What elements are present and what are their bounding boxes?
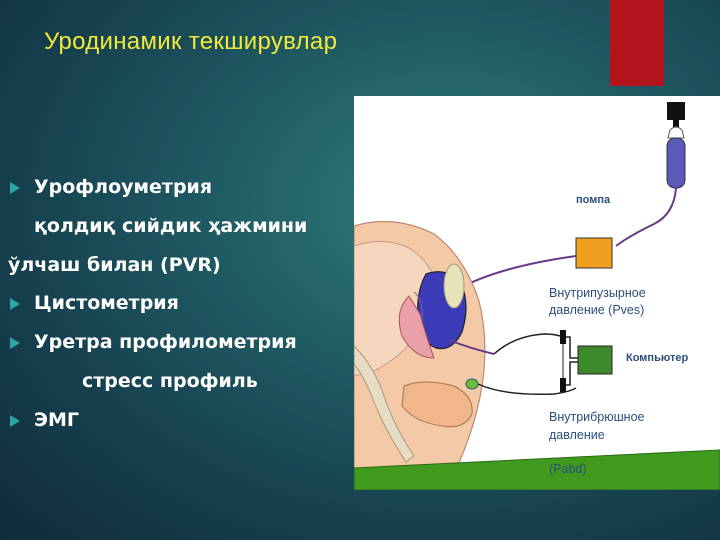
bullet-uroflowmetry: Урофлоуметрия	[34, 176, 213, 198]
bullet-residual-volume-line1: қолдиқ сийдик ҳажмини	[34, 215, 308, 237]
bullet-arrow-icon	[10, 337, 20, 349]
pabd-transducer-icon	[560, 378, 566, 392]
fluid-reservoir-icon	[666, 137, 686, 189]
bullet-cystometry: Цистометрия	[34, 292, 179, 314]
pves-label-line2: давление (Pves)	[549, 303, 645, 317]
pabd-label-line2: давление	[549, 428, 605, 442]
pves-label-line1: Внутрипузырное	[549, 286, 646, 300]
computer-label: Компьютер	[626, 352, 689, 364]
urodynamics-diagram: помпа Компьютер Внутрипузырное давление …	[354, 96, 720, 490]
anatomy-illustration	[354, 102, 720, 490]
pabd-label-line1: Внутрибрюшное	[549, 410, 645, 424]
pump-box	[575, 237, 613, 269]
bullet-residual-volume-line2: ўлчаш билан (PVR)	[8, 254, 221, 276]
bullet-emg: ЭМГ	[34, 409, 79, 431]
table-bar	[354, 449, 720, 490]
bullet-arrow-icon	[10, 182, 20, 194]
rectal-balloon-icon	[465, 378, 479, 390]
bullet-arrow-icon	[10, 298, 20, 310]
red-accent-tab	[610, 0, 664, 86]
slide-title: Уродинамик текширувлар	[44, 28, 338, 55]
computer-box	[577, 345, 613, 375]
bullet-urethra-profilometry: Уретра профилометрия	[34, 331, 297, 353]
reservoir-cap-icon	[667, 102, 685, 120]
bullet-list: Урофлоуметрия қолдиқ сийдик ҳажмини ўлча…	[0, 0, 352, 540]
pves-transducer-icon	[560, 330, 566, 344]
pabd-label-line3: (Pabd)	[549, 462, 587, 476]
pump-label: помпа	[576, 194, 611, 206]
bullet-stress-profile: стресс профиль	[82, 370, 258, 392]
bullet-arrow-icon	[10, 415, 20, 427]
